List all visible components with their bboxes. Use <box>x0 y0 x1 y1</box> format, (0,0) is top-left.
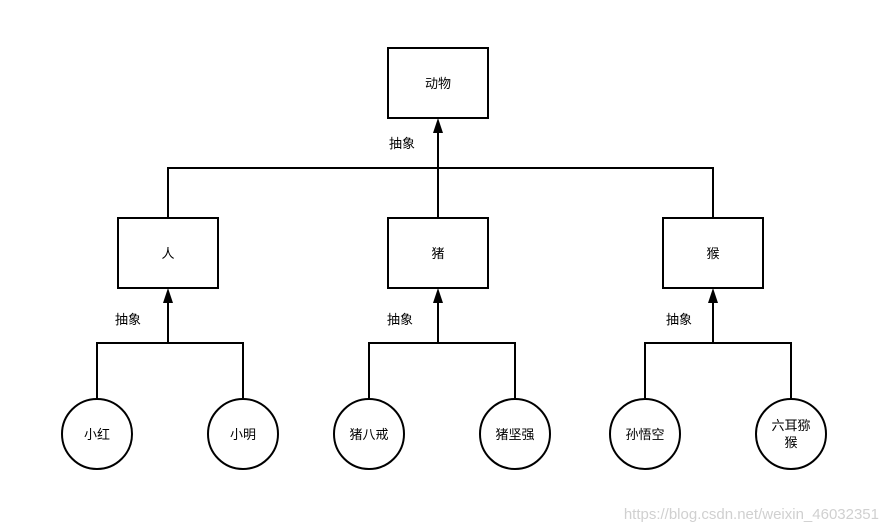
edge-label-abstract-person: 抽象 <box>115 313 141 328</box>
node-xiaohong-label: 小红 <box>84 427 110 443</box>
edge-label-abstract-pig: 抽象 <box>387 313 413 328</box>
node-zhubajie-label: 猪八戒 <box>349 428 388 443</box>
node-pig-label: 猪 <box>431 247 444 262</box>
node-liuermihou-label-line1: 六耳猕 <box>771 419 810 434</box>
node-person <box>117 217 219 289</box>
node-monkey-label: 猴 <box>706 247 719 262</box>
edge-label-abstract-monkey: 抽象 <box>666 313 692 328</box>
node-zhujianqiang-label: 猪坚强 <box>495 428 534 443</box>
arrow-to-person <box>163 288 173 303</box>
node-zhujianqiang <box>479 398 551 470</box>
node-xiaoming-label: 小明 <box>230 428 256 443</box>
node-animal-label: 动物 <box>425 77 451 92</box>
node-animal <box>387 47 489 119</box>
node-liuermihou <box>755 398 827 470</box>
arrow-to-monkey <box>708 288 718 303</box>
connector-top-bar <box>167 167 714 218</box>
watermark-text: https://blog.csdn.net/weixin_46032351 <box>624 506 879 523</box>
connector-monkey-children <box>644 342 792 398</box>
node-monkey <box>662 217 764 289</box>
node-xiaoming <box>207 398 279 470</box>
node-pig <box>387 217 489 289</box>
node-person-label: 人 <box>161 247 174 262</box>
node-sunwukong <box>609 398 681 470</box>
connector-person-children <box>96 342 244 398</box>
node-liuermihou-label-line2: 猴 <box>784 436 797 451</box>
edge-label-abstract-root: 抽象 <box>389 137 415 152</box>
arrow-to-pig <box>433 288 443 303</box>
arrow-to-animal <box>433 118 443 133</box>
node-sunwukong-label: 孙悟空 <box>625 428 664 443</box>
node-xiaohong <box>61 398 133 470</box>
node-zhubajie <box>333 398 405 470</box>
connector-pig-children <box>368 342 516 398</box>
